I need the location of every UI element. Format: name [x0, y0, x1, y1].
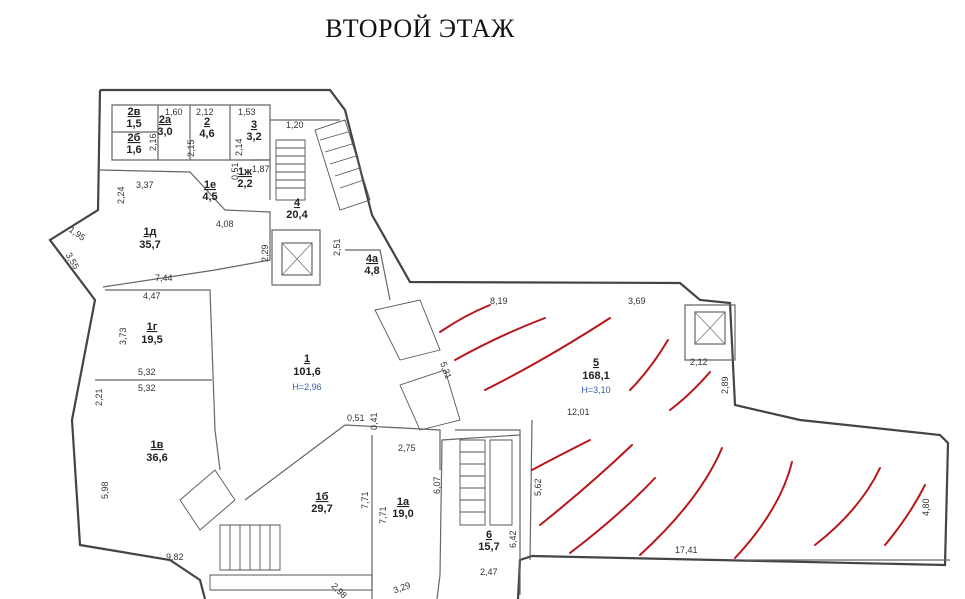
dimension: 5,32 — [138, 367, 156, 377]
room-1d-number: 1д — [143, 226, 156, 238]
room-1e-area: 4,5 — [202, 191, 217, 203]
dimension: 3,37 — [136, 180, 154, 190]
room-1a-area: 19,0 — [392, 508, 413, 520]
room-1g-number: 1г — [147, 321, 158, 333]
dimension: 8,19 — [490, 296, 508, 306]
room-1-area: 101,6 — [293, 366, 321, 378]
dimension: 2,16 — [148, 133, 158, 151]
room-1d-area: 35,7 — [139, 239, 160, 251]
dimension: 2,89 — [720, 376, 730, 394]
interior-walls — [95, 104, 736, 599]
room-2b-number: 2б — [128, 132, 141, 144]
dimension: 2,29 — [260, 244, 270, 262]
dimension: 6,42 — [508, 530, 518, 548]
room-1v-number: 1в — [151, 439, 164, 451]
room-1e-number: 1е — [204, 179, 216, 191]
dimension: 2,14 — [234, 138, 244, 156]
dimension: 5,98 — [100, 481, 110, 499]
dimension: 12,01 — [567, 407, 590, 417]
room-4a-number: 4а — [366, 253, 379, 265]
dimension: 5,32 — [138, 383, 156, 393]
dimension: 2,47 — [480, 567, 498, 577]
dimension: 7,71 — [360, 491, 370, 509]
dimension: 2,75 — [398, 443, 416, 453]
dimension: 1,87 — [252, 164, 270, 174]
dimension: 2,21 — [94, 388, 104, 406]
dimension: 2,51 — [332, 238, 342, 256]
dimension: 7,71 — [378, 506, 388, 524]
dimension: 1,53 — [238, 107, 256, 117]
dimension-labels: 1,60 2,12 1,53 1,20 2,15 2,14 2,16 1,87 … — [64, 107, 931, 599]
dimension: 2,12 — [690, 357, 708, 367]
room-3-number: 3 — [251, 119, 257, 131]
room-2v-area: 1,5 — [126, 118, 141, 130]
highlighted-zone-hatching — [439, 304, 926, 559]
dimension: 4,80 — [921, 498, 931, 516]
room-1b-area: 29,7 — [311, 503, 332, 515]
dimension: 9,82 — [166, 552, 184, 562]
room-1a-number: 1а — [397, 496, 410, 508]
dimension: 0,41 — [369, 412, 379, 430]
room-5-height: H=3,10 — [581, 385, 610, 395]
dimension: 3,29 — [392, 580, 412, 595]
room-1-height: H=2,96 — [292, 382, 321, 392]
room-3-area: 3,2 — [246, 131, 261, 143]
room-4a-area: 4,8 — [364, 265, 379, 277]
room-4-area: 20,4 — [286, 209, 308, 221]
dimension: 5,62 — [533, 478, 543, 496]
dimension: 5,31 — [438, 360, 453, 380]
dimension: 0,51 — [347, 413, 365, 423]
room-1g-area: 19,5 — [141, 334, 162, 346]
room-2b-area: 1,6 — [126, 144, 141, 156]
dimension: 2,12 — [196, 107, 214, 117]
dimension: 3,73 — [118, 327, 128, 345]
room-2v-number: 2в — [128, 106, 141, 118]
dimension: 6,07 — [432, 476, 442, 494]
outer-walls — [48, 88, 950, 599]
dimension: 17,41 — [675, 545, 698, 555]
room-6-area: 15,7 — [478, 541, 499, 553]
dimension: 2,15 — [186, 139, 196, 157]
dimension: 3,69 — [628, 296, 646, 306]
elevator-1 — [281, 242, 313, 276]
room-4-number: 4 — [294, 197, 301, 209]
room-2-number: 2 — [204, 116, 210, 128]
room-1zh-number: 1ж — [238, 166, 252, 178]
dimension: 2,24 — [116, 186, 126, 204]
floor-title: ВТОРОЙ ЭТАЖ — [325, 14, 515, 43]
dimension: 4,47 — [143, 291, 161, 301]
room-1zh-area: 2,2 — [237, 178, 252, 190]
dimension: 1,20 — [286, 120, 304, 130]
room-1-number: 1 — [304, 353, 310, 365]
room-2-area: 4,6 — [199, 128, 214, 140]
dimension: 0,51 — [230, 162, 240, 180]
staircases — [179, 119, 513, 591]
room-labels: 1 101,6 H=2,96 1а 19,0 1б 29,7 1в 36,6 1… — [126, 106, 610, 553]
room-6-number: 6 — [486, 529, 492, 541]
room-2a-number: 2а — [159, 114, 172, 126]
elevator-2 — [694, 311, 726, 345]
dimension: 1,95 — [67, 224, 87, 242]
room-1v-area: 36,6 — [146, 452, 167, 464]
room-1b-number: 1б — [316, 491, 329, 503]
dimension: 1,60 — [165, 107, 183, 117]
dimension: 4,08 — [216, 219, 234, 229]
room-2a-area: 3,0 — [157, 126, 172, 138]
dimension: 7,44 — [155, 273, 173, 283]
room-5-area: 168,1 — [582, 370, 610, 382]
dimension: 2,98 — [330, 581, 349, 599]
room-5-number: 5 — [593, 357, 599, 369]
